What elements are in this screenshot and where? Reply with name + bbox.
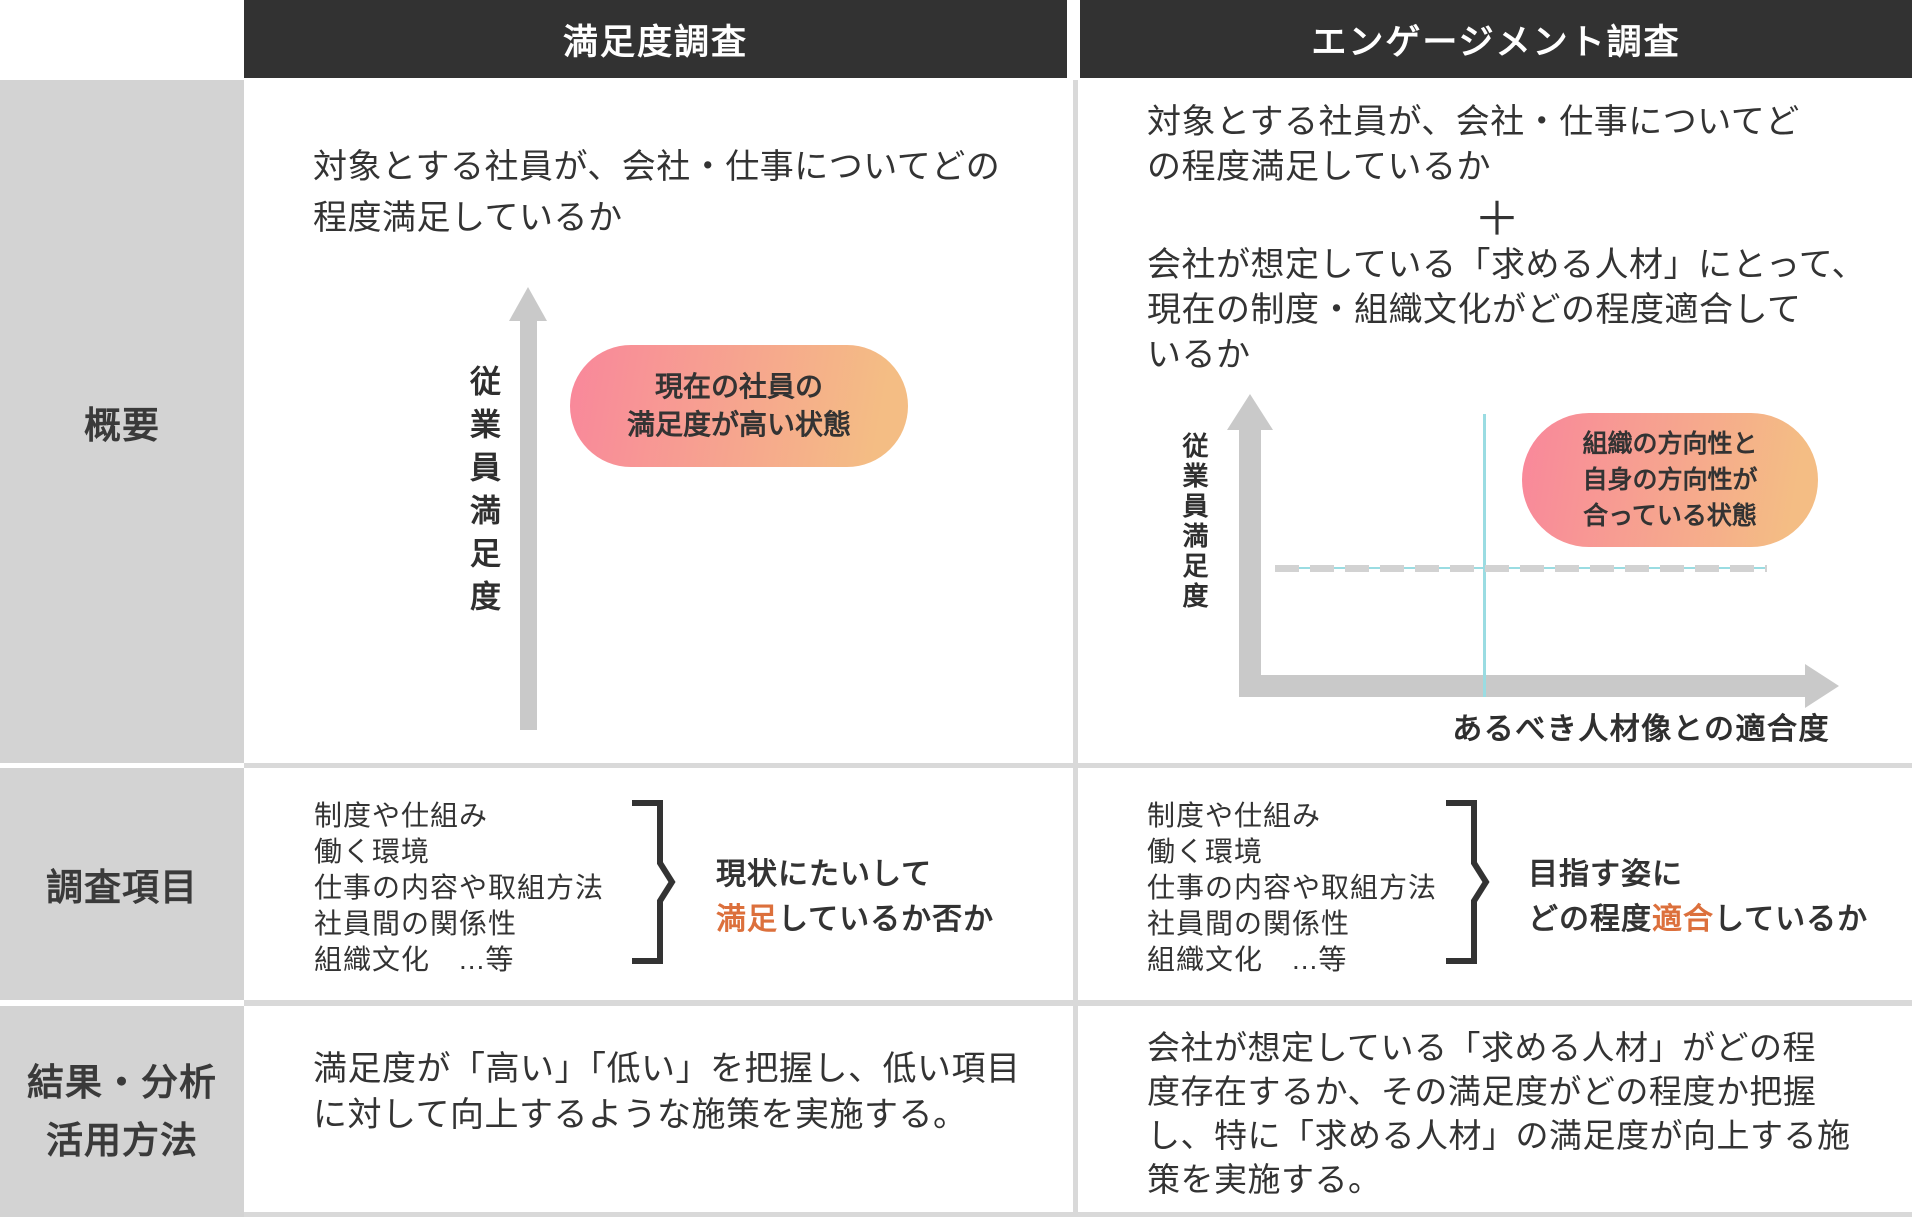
accent-text: 適合	[1652, 903, 1714, 936]
x-axis-label: あるべき人材像との適合度	[1452, 713, 1830, 746]
list-item: 組織文化 ...等	[314, 944, 515, 975]
text-line: 現状にたいして	[716, 858, 933, 891]
list-item: 働く環境	[314, 836, 431, 867]
text-line: 満足しているか否か	[716, 897, 994, 942]
pill-text-line: 組織の方向性と	[1582, 430, 1758, 458]
text-line: 対象とする社員が、会社・仕事についてどの	[313, 148, 1001, 186]
engagement-state-pill: 組織の方向性と 自身の方向性が 合っている状態	[1522, 413, 1818, 547]
text-line: 策を実施する。	[1147, 1161, 1382, 1198]
row-divider	[244, 763, 1912, 768]
up-arrowhead-icon	[509, 287, 547, 321]
brace-right-icon	[632, 800, 676, 964]
list-item: 組織文化 ...等	[1147, 944, 1348, 975]
text-line: 対象とする社員が、会社・仕事についてど	[1147, 103, 1800, 141]
column-divider	[1073, 80, 1078, 1217]
text-line: 会社が想定している「求める人材」にとって、	[1147, 246, 1867, 284]
brace-right-icon	[1446, 800, 1490, 964]
plus-icon: ＋	[1474, 193, 1520, 245]
text-segment: しているか	[1714, 903, 1869, 936]
satisfaction-overview-text: 対象とする社員が、会社・仕事についてどの 程度満足しているか	[313, 142, 1000, 244]
text-line: の程度満足しているか	[1147, 148, 1491, 186]
list-item: 制度や仕組み	[314, 800, 489, 831]
list-item: 仕事の内容や取組方法	[314, 872, 605, 903]
text-line: 度存在するか、その満足度がどの程度か把握	[1147, 1073, 1817, 1110]
text-line: し、特に「求める人材」の満足度が向上する施	[1147, 1117, 1851, 1154]
text-line: に対して向上するような施策を実施する。	[313, 1096, 968, 1134]
gray-dashes	[1275, 565, 1767, 572]
pill-text-line: 現在の社員の	[654, 371, 823, 402]
survey-items-list: 制度や仕組み 働く環境 仕事の内容や取組方法 社員間の関係性 組織文化 ...等	[314, 798, 604, 978]
text-segment: しているか否か	[778, 903, 995, 936]
quadrant-horizontal-dashed-line	[1275, 565, 1767, 572]
x-axis-line	[1239, 675, 1805, 697]
text-line: 満足度が「高い」「低い」を把握し、低い項目	[313, 1050, 1021, 1088]
row-header-results: 結果・分析 活用方法	[0, 1006, 244, 1217]
text-line: いるか	[1147, 336, 1251, 374]
engagement-overview-text-2: 会社が想定している「求める人材」にとって、 現在の制度・組織文化がどの程度適合し…	[1147, 243, 1866, 378]
engagement-results-text: 会社が想定している「求める人材」がどの程 度存在するか、その満足度がどの程度か把…	[1147, 1026, 1851, 1202]
up-arrowhead-icon	[1227, 394, 1273, 430]
y-axis-label: 従業員満足度	[1179, 432, 1209, 612]
text-line: 目指す姿に	[1528, 858, 1683, 891]
engagement-overview-text-1: 対象とする社員が、会社・仕事についてど の程度満足しているか	[1147, 100, 1800, 190]
list-item: 社員間の関係性	[1147, 908, 1351, 939]
row-header-survey-items: 調査項目	[0, 768, 244, 1000]
y-axis-line	[1239, 426, 1261, 697]
bottom-border	[244, 1212, 1912, 1217]
text-line: どの程度適合しているか	[1528, 897, 1868, 942]
list-item: 仕事の内容や取組方法	[1147, 872, 1438, 903]
y-axis-line	[520, 318, 537, 730]
y-axis-label: 従業員満足度	[465, 365, 500, 623]
accent-text: 満足	[716, 903, 778, 936]
column-header-satisfaction: 満足度調査	[244, 0, 1067, 78]
quadrant-vertical-line	[1483, 414, 1486, 697]
pill-text-line: 満足度が高い状態	[626, 409, 851, 440]
pill-text-line: 合っている状態	[1583, 502, 1757, 530]
satisfaction-results-text: 満足度が「高い」「低い」を把握し、低い項目 に対して向上するような施策を実施する…	[313, 1046, 1021, 1138]
text-line: 現在の制度・組織文化がどの程度適合して	[1147, 291, 1802, 329]
list-item: 社員間の関係性	[314, 908, 518, 939]
row-divider	[244, 1000, 1912, 1006]
list-item: 制度や仕組み	[1147, 800, 1322, 831]
survey-items-list: 制度や仕組み 働く環境 仕事の内容や取組方法 社員間の関係性 組織文化 ...等	[1147, 798, 1437, 978]
satisfaction-state-pill: 現在の社員の 満足度が高い状態	[570, 345, 908, 467]
right-arrowhead-icon	[1805, 664, 1839, 708]
column-header-engagement: エンゲージメント調査	[1080, 0, 1912, 78]
text-line: 程度満足しているか	[313, 199, 623, 237]
text-line: 会社が想定している「求める人材」がどの程	[1147, 1029, 1817, 1066]
engagement-conclusion: 目指す姿に どの程度適合しているか	[1528, 852, 1868, 942]
satisfaction-conclusion: 現状にたいして 満足しているか否か	[716, 852, 994, 942]
list-item: 働く環境	[1147, 836, 1264, 867]
row-header-overview: 概要	[0, 80, 244, 763]
pill-text-line: 自身の方向性が	[1582, 466, 1758, 494]
text-segment: どの程度	[1528, 903, 1652, 936]
